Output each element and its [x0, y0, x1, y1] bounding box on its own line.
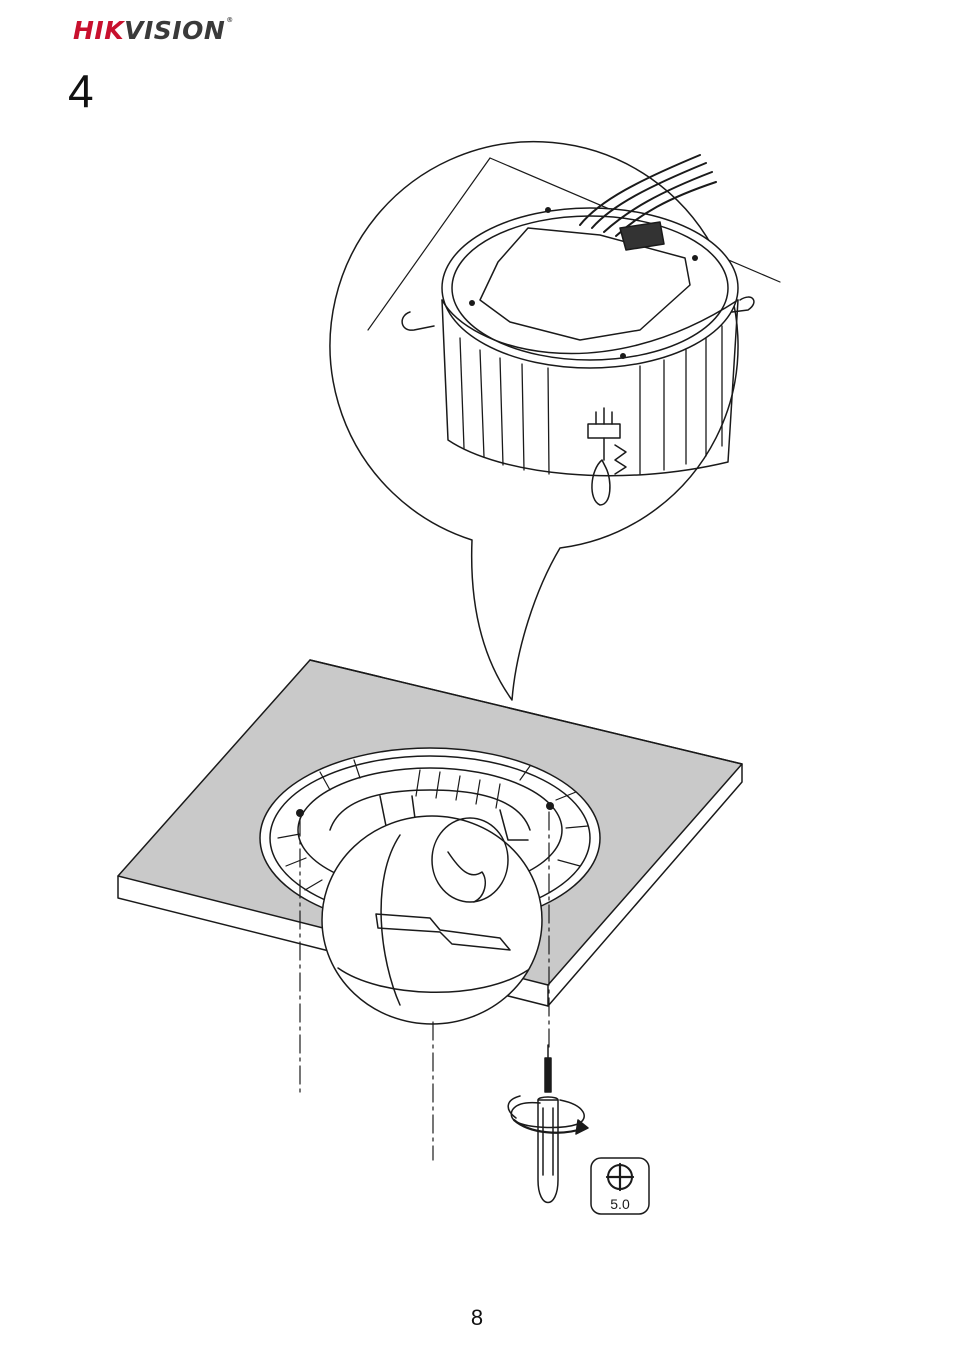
screwdriver-icon	[538, 1045, 558, 1203]
screw-size-label: 5.0	[610, 1196, 630, 1212]
page-number: 8	[0, 1305, 954, 1331]
